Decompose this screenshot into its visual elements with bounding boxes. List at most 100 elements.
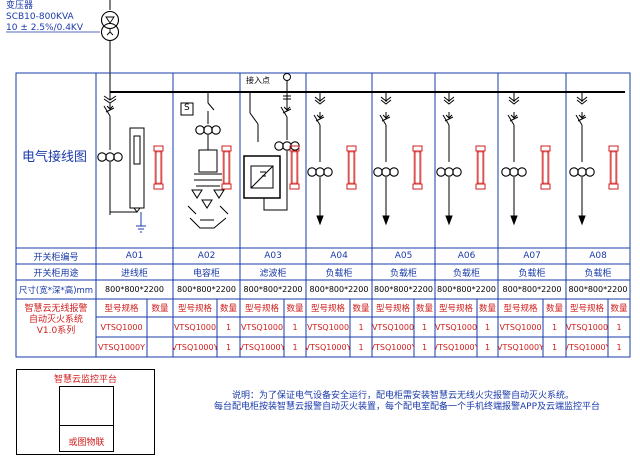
spec-model-header-1: 型号规格 bbox=[104, 304, 139, 314]
spec-table-grid bbox=[96, 299, 630, 357]
spec-model-header-4: 型号规格 bbox=[310, 304, 345, 314]
cabinet-a02-circuit bbox=[180, 92, 232, 229]
spec-qty-2-8: 1 bbox=[616, 342, 622, 352]
system-label-line-1: 智慧云无线报警 bbox=[24, 304, 88, 314]
spec-qty-header-4: 数量 bbox=[352, 304, 370, 314]
spec-qty-header-1: 数量 bbox=[151, 304, 169, 314]
cabinet-size-6: 800*800*2200 bbox=[437, 285, 496, 294]
monitor-platform-box: 智慧云监控平台 或图物联 bbox=[16, 369, 155, 455]
spec-qty-1-4: 1 bbox=[358, 322, 364, 332]
spec-qty-1-6: 1 bbox=[484, 322, 491, 332]
spec-qty-2-5: 1 bbox=[421, 342, 428, 352]
monitor-device-divider bbox=[60, 425, 113, 426]
capacitor-s-label: S bbox=[184, 103, 190, 113]
cabinet-use-6: 负载柜 bbox=[452, 268, 480, 279]
spec-qty-1-3: 1 bbox=[292, 322, 298, 332]
spec-qty-header-7: 数量 bbox=[545, 304, 563, 314]
spec-qty-2-7: 1 bbox=[551, 342, 558, 352]
cabinet-a03-circuit bbox=[243, 73, 300, 211]
spec-qty-header-2: 数量 bbox=[219, 304, 237, 314]
cabinet-id-6: A06 bbox=[457, 251, 476, 261]
spec-model-2-6: VTSQ1000Y bbox=[435, 342, 477, 352]
spec-model-1-8: VTSQ1000 bbox=[566, 322, 608, 332]
cabinet-use-2: 电容柜 bbox=[192, 268, 220, 279]
junction-label: 接入点 bbox=[246, 76, 270, 85]
system-label: 智慧云无线报警 自动灭火系统 V1.0系列 bbox=[18, 304, 94, 337]
monitor-platform-title: 智慧云监控平台 bbox=[53, 374, 117, 385]
spec-qty-2-2: 1 bbox=[225, 342, 232, 352]
feeder-a08 bbox=[569, 92, 619, 226]
spec-model-1-4: VTSQ1000 bbox=[306, 322, 350, 332]
cabinet-id-4: A04 bbox=[330, 251, 348, 261]
spec-model-header-5: 型号规格 bbox=[375, 304, 410, 314]
spec-model-header-7: 型号规格 bbox=[503, 304, 538, 314]
spec-model-2-1: VTSQ1000Y bbox=[98, 342, 145, 352]
spec-model-2-2: VTSQ1000Y bbox=[173, 342, 217, 352]
cabinet-id-8: A08 bbox=[589, 251, 607, 261]
spec-qty-2-3: 1 bbox=[292, 342, 298, 352]
size-label: 尺寸(宽*深*高)mm bbox=[18, 285, 94, 296]
cabinet-id-2: A02 bbox=[197, 251, 216, 261]
cabinet-size-1: 800*800*2200 bbox=[105, 285, 164, 294]
spec-qty-1-2: 1 bbox=[225, 322, 232, 332]
cabinet-number-label: 开关柜编号 bbox=[33, 252, 79, 263]
diagram-title: 电气接线图 bbox=[22, 150, 88, 165]
spec-qty-header-6: 数量 bbox=[478, 304, 496, 314]
spec-qty-2-6: 1 bbox=[484, 342, 491, 352]
spec-model-header-3: 型号规格 bbox=[244, 304, 279, 314]
cabinet-use-4: 负载柜 bbox=[325, 268, 353, 279]
transformer-label: 变压器 SCB10-800KVA 10 ± 2.5%/0.4KV bbox=[6, 1, 83, 34]
spec-qty-1-7: 1 bbox=[551, 322, 558, 332]
cabinet-use-3: 滤波柜 bbox=[259, 268, 287, 279]
spec-model-header-2: 型号规格 bbox=[177, 304, 212, 314]
transformer-model: SCB10-800KVA bbox=[6, 12, 74, 22]
monitor-device-caption: 或图物联 bbox=[68, 437, 105, 448]
cabinet-size-8: 800*800*2200 bbox=[568, 285, 628, 294]
spec-model-2-8: VTSQ1000Y bbox=[566, 342, 608, 352]
spec-qty-1-8: 1 bbox=[616, 322, 622, 332]
transformer-title: 变压器 bbox=[6, 1, 34, 11]
cabinet-id-1: A01 bbox=[125, 251, 144, 261]
system-label-line-3: V1.0系列 bbox=[36, 326, 76, 336]
cabinet-id-3: A03 bbox=[264, 251, 282, 261]
cabinet-id-5: A05 bbox=[394, 251, 413, 261]
spec-qty-header-8: 数量 bbox=[610, 304, 628, 314]
spec-model-header-6: 型号规格 bbox=[438, 304, 473, 314]
note-line-2: 每台配电柜按装智慧云报警自动灭火装置，每个配电室配备一个手机终端报警APP及云端… bbox=[214, 402, 601, 412]
spec-model-1-2: VTSQ1000 bbox=[173, 322, 217, 332]
cabinet-id-7: A07 bbox=[523, 251, 541, 261]
spec-qty-1-5: 1 bbox=[421, 322, 428, 332]
cabinet-size-2: 800*800*2200 bbox=[177, 285, 236, 294]
feeder-a04 bbox=[307, 92, 357, 226]
cabinet-size-4: 800*800*2200 bbox=[309, 285, 369, 294]
spec-model-2-5: VTSQ1000Y bbox=[372, 342, 414, 352]
cabinet-size-5: 800*800*2200 bbox=[374, 285, 433, 294]
spec-model-1-3: VTSQ1000 bbox=[240, 322, 284, 332]
transformer-icon bbox=[100, 0, 120, 74]
spec-qty-header-3: 数量 bbox=[286, 304, 304, 314]
spec-model-2-4: VTSQ1000Y bbox=[306, 342, 350, 352]
cabinet-grid bbox=[15, 72, 631, 358]
cabinet-use-5: 负载柜 bbox=[389, 268, 417, 279]
feeder-a06 bbox=[436, 92, 486, 226]
cabinet-size-3: 800*800*2200 bbox=[243, 285, 303, 294]
cabinet-use-1: 进线柜 bbox=[120, 268, 148, 279]
spec-model-2-7: VTSQ1000Y bbox=[498, 342, 543, 352]
feeder-circuits bbox=[307, 92, 619, 226]
spec-model-1-5: VTSQ1000 bbox=[372, 322, 414, 332]
spec-model-2-3: VTSQ1000Y bbox=[240, 342, 284, 352]
cabinet-a01-circuit bbox=[97, 74, 164, 233]
system-label-line-2: 自动灭火系统 bbox=[28, 315, 83, 325]
transformer-ratio: 10 ± 2.5%/0.4KV bbox=[6, 23, 83, 33]
cabinet-size-7: 800*800*2200 bbox=[502, 285, 562, 294]
note-line-1: 说明：为了保证电气设备安全运行，配电柜需安装智慧云无线火灾报警自动灭火系统。 bbox=[232, 391, 575, 401]
spec-model-1-1: VTSQ1000 bbox=[100, 322, 143, 332]
spec-model-1-7: VTSQ1000 bbox=[499, 322, 542, 332]
monitor-device: 或图物联 bbox=[59, 386, 114, 452]
cabinet-use-label: 开关柜用途 bbox=[33, 268, 79, 279]
spec-model-1-6: VTSQ1000 bbox=[435, 322, 477, 332]
spec-model-header-8: 型号规格 bbox=[569, 304, 604, 314]
spec-qty-header-5: 数量 bbox=[415, 304, 433, 314]
cabinet-use-7: 负载柜 bbox=[518, 268, 546, 279]
